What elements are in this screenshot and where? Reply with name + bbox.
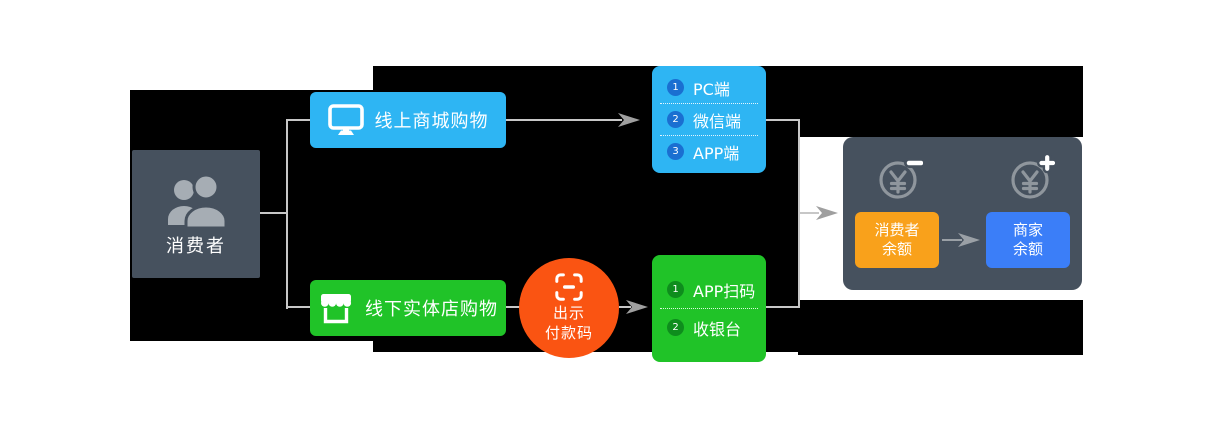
consumer-node: 消费者: [132, 150, 260, 278]
channel-label: 微信端: [693, 111, 742, 131]
offline-shopping-node: 线下实体店购物: [310, 280, 506, 336]
background-tile-bottom-right: [798, 300, 1083, 355]
online-action-label: 线上商城购物: [374, 111, 489, 132]
scan-frame-icon: [555, 273, 583, 301]
settlement-panel: 消费者 余额 商家 余额: [843, 137, 1082, 290]
online-channels-list: 1 PC端 2 微信端 3 APP端: [652, 66, 766, 173]
connector-online-to-channels: [506, 119, 622, 121]
connector-balance-transfer: [942, 239, 962, 241]
connector-left-spine: [286, 119, 288, 309]
channel-label: PC端: [693, 79, 730, 99]
paycode-node: 出示 付款码: [519, 258, 619, 358]
storefront-icon: [321, 294, 352, 324]
offline-channels-list: 1 APP扫码 2 收银台: [652, 255, 766, 362]
consumer-label: 消费者: [166, 236, 226, 257]
paycode-line2: 付款码: [544, 324, 593, 342]
online-shopping-node: 线上商城购物: [310, 92, 506, 148]
connector-consumer: [260, 212, 287, 214]
yuan-coin-minus-icon: [879, 158, 923, 199]
connector-paycode-to-channels: [619, 306, 631, 308]
connector-channels-top: [766, 119, 799, 121]
offline-action-label: 线下实体店购物: [365, 299, 498, 320]
yuan-coin-plus-icon: [1011, 155, 1055, 199]
channel-label: 收银台: [693, 319, 742, 339]
number-badge: 3: [667, 143, 684, 160]
number-badge: 2: [667, 319, 684, 336]
connector-branch-offline: [287, 306, 310, 308]
channel-label: APP端: [693, 143, 740, 163]
consumer-balance-line1: 消费者: [874, 220, 920, 239]
number-badge: 1: [667, 79, 684, 96]
connector-branch-online: [287, 119, 310, 121]
merchant-balance-line2: 余额: [1012, 240, 1043, 258]
paycode-line1: 出示: [552, 304, 585, 323]
list-item: 2 收银台: [652, 309, 766, 346]
number-badge: 2: [667, 111, 684, 128]
consumer-balance-line2: 余额: [881, 240, 912, 258]
dotted-divider: [660, 135, 758, 136]
list-item: 2 微信端: [652, 104, 766, 135]
number-badge: 1: [667, 281, 684, 298]
connector-to-settlement: [799, 212, 819, 214]
arrowhead-icon: [626, 300, 648, 314]
dotted-divider: [660, 308, 758, 309]
arrowhead-icon: [958, 233, 980, 247]
list-item: 1 PC端: [652, 72, 766, 103]
merchant-balance-line1: 商家: [1012, 220, 1043, 239]
people-icon: [168, 173, 228, 230]
list-item: 3 APP端: [652, 136, 766, 167]
consumer-balance-node: 消费者 余额: [855, 212, 939, 268]
dotted-divider: [660, 103, 758, 104]
channel-label: APP扫码: [693, 281, 756, 301]
list-item: 1 APP扫码: [652, 271, 766, 308]
connector-channels-bottom: [766, 306, 799, 308]
arrowhead-icon: [816, 206, 838, 220]
background-tile-top-right: [798, 66, 1083, 137]
monitor-icon: [327, 104, 364, 135]
merchant-balance-node: 商家 余额: [986, 212, 1070, 268]
connector-offline-to-paycode: [506, 306, 520, 308]
arrowhead-icon: [618, 113, 640, 127]
